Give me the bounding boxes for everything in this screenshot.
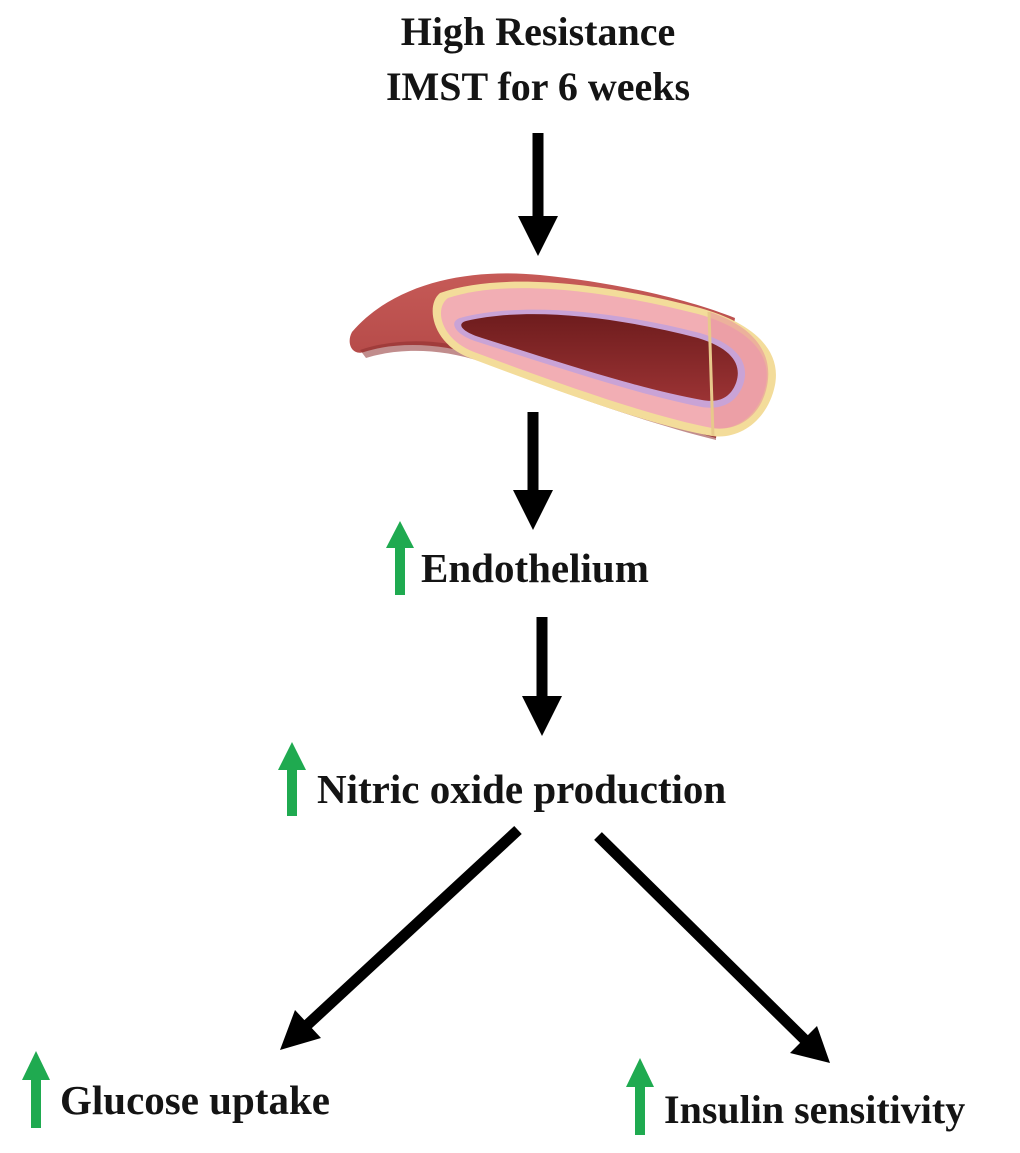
node-nitric-oxide: Nitric oxide production — [317, 766, 727, 812]
node-insulin-sensitivity: Insulin sensitivity — [664, 1087, 966, 1132]
arrow-up-icon — [22, 1051, 50, 1128]
node-endothelium: Endothelium — [421, 545, 649, 591]
title-line-2: IMST for 6 weeks — [385, 64, 691, 109]
flow-arrow-left — [280, 825, 522, 1050]
arrow-up-icon — [626, 1058, 654, 1135]
flow-arrow-right — [594, 832, 830, 1063]
arrow-up-icon — [278, 742, 306, 816]
arrow-up-icon — [386, 521, 414, 595]
flow-arrow-2 — [513, 412, 553, 530]
node-glucose-uptake: Glucose uptake — [60, 1077, 330, 1123]
flow-arrow-1 — [518, 133, 558, 256]
title-line-1: High Resistance — [400, 9, 676, 54]
flow-arrow-3 — [522, 617, 562, 736]
blood-vessel-icon — [349, 273, 776, 440]
